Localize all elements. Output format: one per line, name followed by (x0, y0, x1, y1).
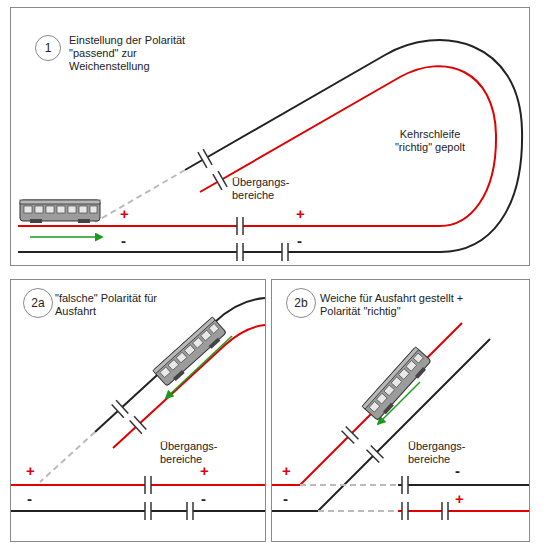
insulating-joint (342, 427, 359, 444)
insulating-joint (130, 416, 147, 433)
step-panel: Weiche für Ausfahrt gestellt + Polarität… (271, 279, 530, 542)
step-number-circle: 2a (23, 288, 53, 318)
step-number: 2a (31, 296, 44, 310)
insulating-joint (237, 217, 243, 235)
polarity-sign: + (26, 462, 35, 479)
insulating-joint (402, 476, 408, 494)
polarity-sign: - (27, 490, 32, 507)
transition-label: Übergangs- bereiche (232, 176, 302, 202)
polarity-sign: - (121, 232, 126, 249)
panel-heading: "falsche" Polarität für Ausfahrt (55, 292, 160, 318)
step-panel: "falsche" Polarität für Ausfahrt 2a (10, 279, 266, 542)
insulating-joint (237, 243, 243, 261)
step-number-circle: 1 (35, 35, 61, 61)
polarity-sign: - (297, 232, 302, 249)
polarity-sign: - (201, 490, 206, 507)
step-number: 1 (45, 41, 52, 55)
panel-heading: Weiche für Ausfahrt gestellt + Polarität… (320, 292, 470, 318)
insulating-joint (367, 446, 384, 463)
step-number-circle: 2b (286, 288, 316, 318)
loop-label: Kehrschleife "richtig" gepolt (385, 128, 475, 154)
polarity-sign: - (455, 462, 460, 479)
polarity-sign: + (120, 205, 129, 222)
insulating-joint (282, 243, 288, 261)
polarity-sign: - (283, 490, 288, 507)
transition-label: Übergangs- bereiche (160, 440, 230, 466)
insulating-joint (187, 502, 193, 520)
insulating-joint (145, 502, 151, 520)
insulating-joint (442, 502, 448, 520)
insulating-joint (145, 476, 151, 494)
insulating-joint (112, 400, 129, 417)
transition-label: Übergangs- bereiche (408, 440, 478, 466)
insulating-joint (402, 502, 408, 520)
polarity-sign: + (296, 205, 305, 222)
insulating-joint (198, 149, 212, 168)
panel-heading: Einstellung der Polarität "passend" zur … (69, 34, 219, 73)
insulating-joint (213, 171, 227, 190)
polarity-sign: + (200, 462, 209, 479)
step-number: 2b (294, 296, 307, 310)
polarity-sign: + (282, 462, 291, 479)
polarity-sign: + (455, 490, 464, 507)
